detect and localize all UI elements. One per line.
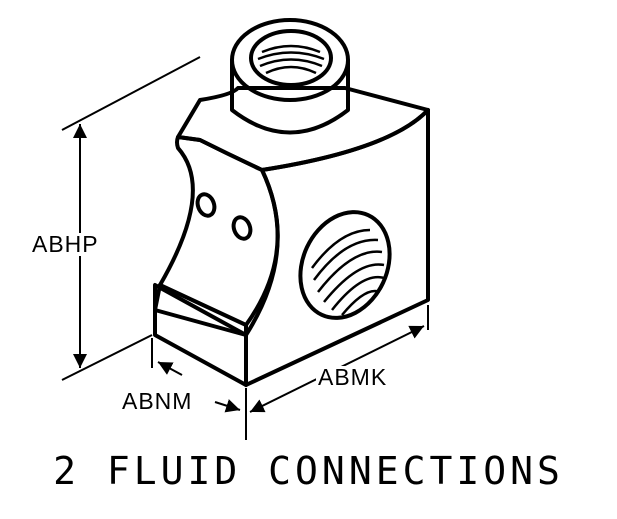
side-port-hole — [298, 210, 392, 320]
depth-dimension-line — [157, 361, 183, 376]
right-side-face — [244, 108, 430, 387]
top-port-thread — [257, 44, 325, 75]
top-port-rim — [230, 18, 350, 102]
depth-label: ABNM — [120, 388, 195, 414]
top-port-hole — [249, 29, 333, 87]
side-port-thread — [310, 228, 385, 316]
bottom-ledge — [153, 283, 248, 387]
height-label: ABHP — [30, 231, 101, 257]
width-label: ABMK — [316, 364, 390, 390]
mounting-hole-2 — [231, 215, 253, 241]
mounting-hole-1 — [195, 192, 217, 218]
figure-caption: 2 FLUID CONNECTIONS — [53, 449, 564, 493]
top-port-boss — [230, 58, 350, 135]
